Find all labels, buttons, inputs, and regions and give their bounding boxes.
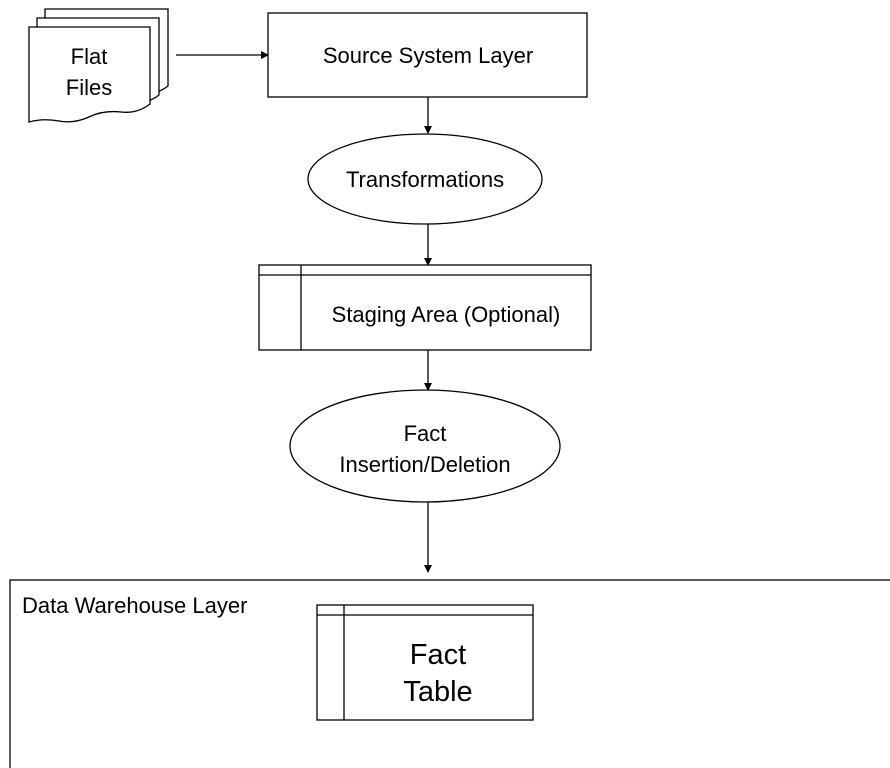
fact-process-label-line2: Insertion/Deletion xyxy=(339,452,510,477)
fact-table-label-line2: Table xyxy=(403,676,472,708)
data-warehouse-label: Data Warehouse Layer xyxy=(22,593,247,618)
fact-table-node: Fact Table xyxy=(316,604,534,721)
source-system-box xyxy=(267,12,588,98)
source-system-node: Source System Layer xyxy=(267,12,588,98)
fact-process-label-line1: Fact xyxy=(404,421,447,446)
transformations-node: Transformations xyxy=(307,133,543,225)
staging-area-label: Staging Area (Optional) xyxy=(332,302,561,327)
fact-table-label-line1: Fact xyxy=(410,639,466,671)
source-system-label: Source System Layer xyxy=(323,43,533,68)
flat-files-front-sheet xyxy=(28,26,151,123)
fact-process-node: Fact Insertion/Deletion xyxy=(289,389,561,503)
staging-area-box xyxy=(258,264,592,351)
transformations-label: Transformations xyxy=(346,167,504,192)
fact-process-ellipse xyxy=(289,389,561,503)
flat-files-label-line2: Files xyxy=(66,75,112,100)
flat-files-label-line1: Flat xyxy=(71,44,108,69)
transformations-ellipse xyxy=(307,133,543,225)
staging-area-node: Staging Area (Optional) xyxy=(258,264,592,351)
flat-files-node: Flat Files xyxy=(28,8,169,123)
data-warehouse-node: Data Warehouse Layer Fact Table xyxy=(9,579,890,768)
fact-table-box xyxy=(316,604,534,721)
